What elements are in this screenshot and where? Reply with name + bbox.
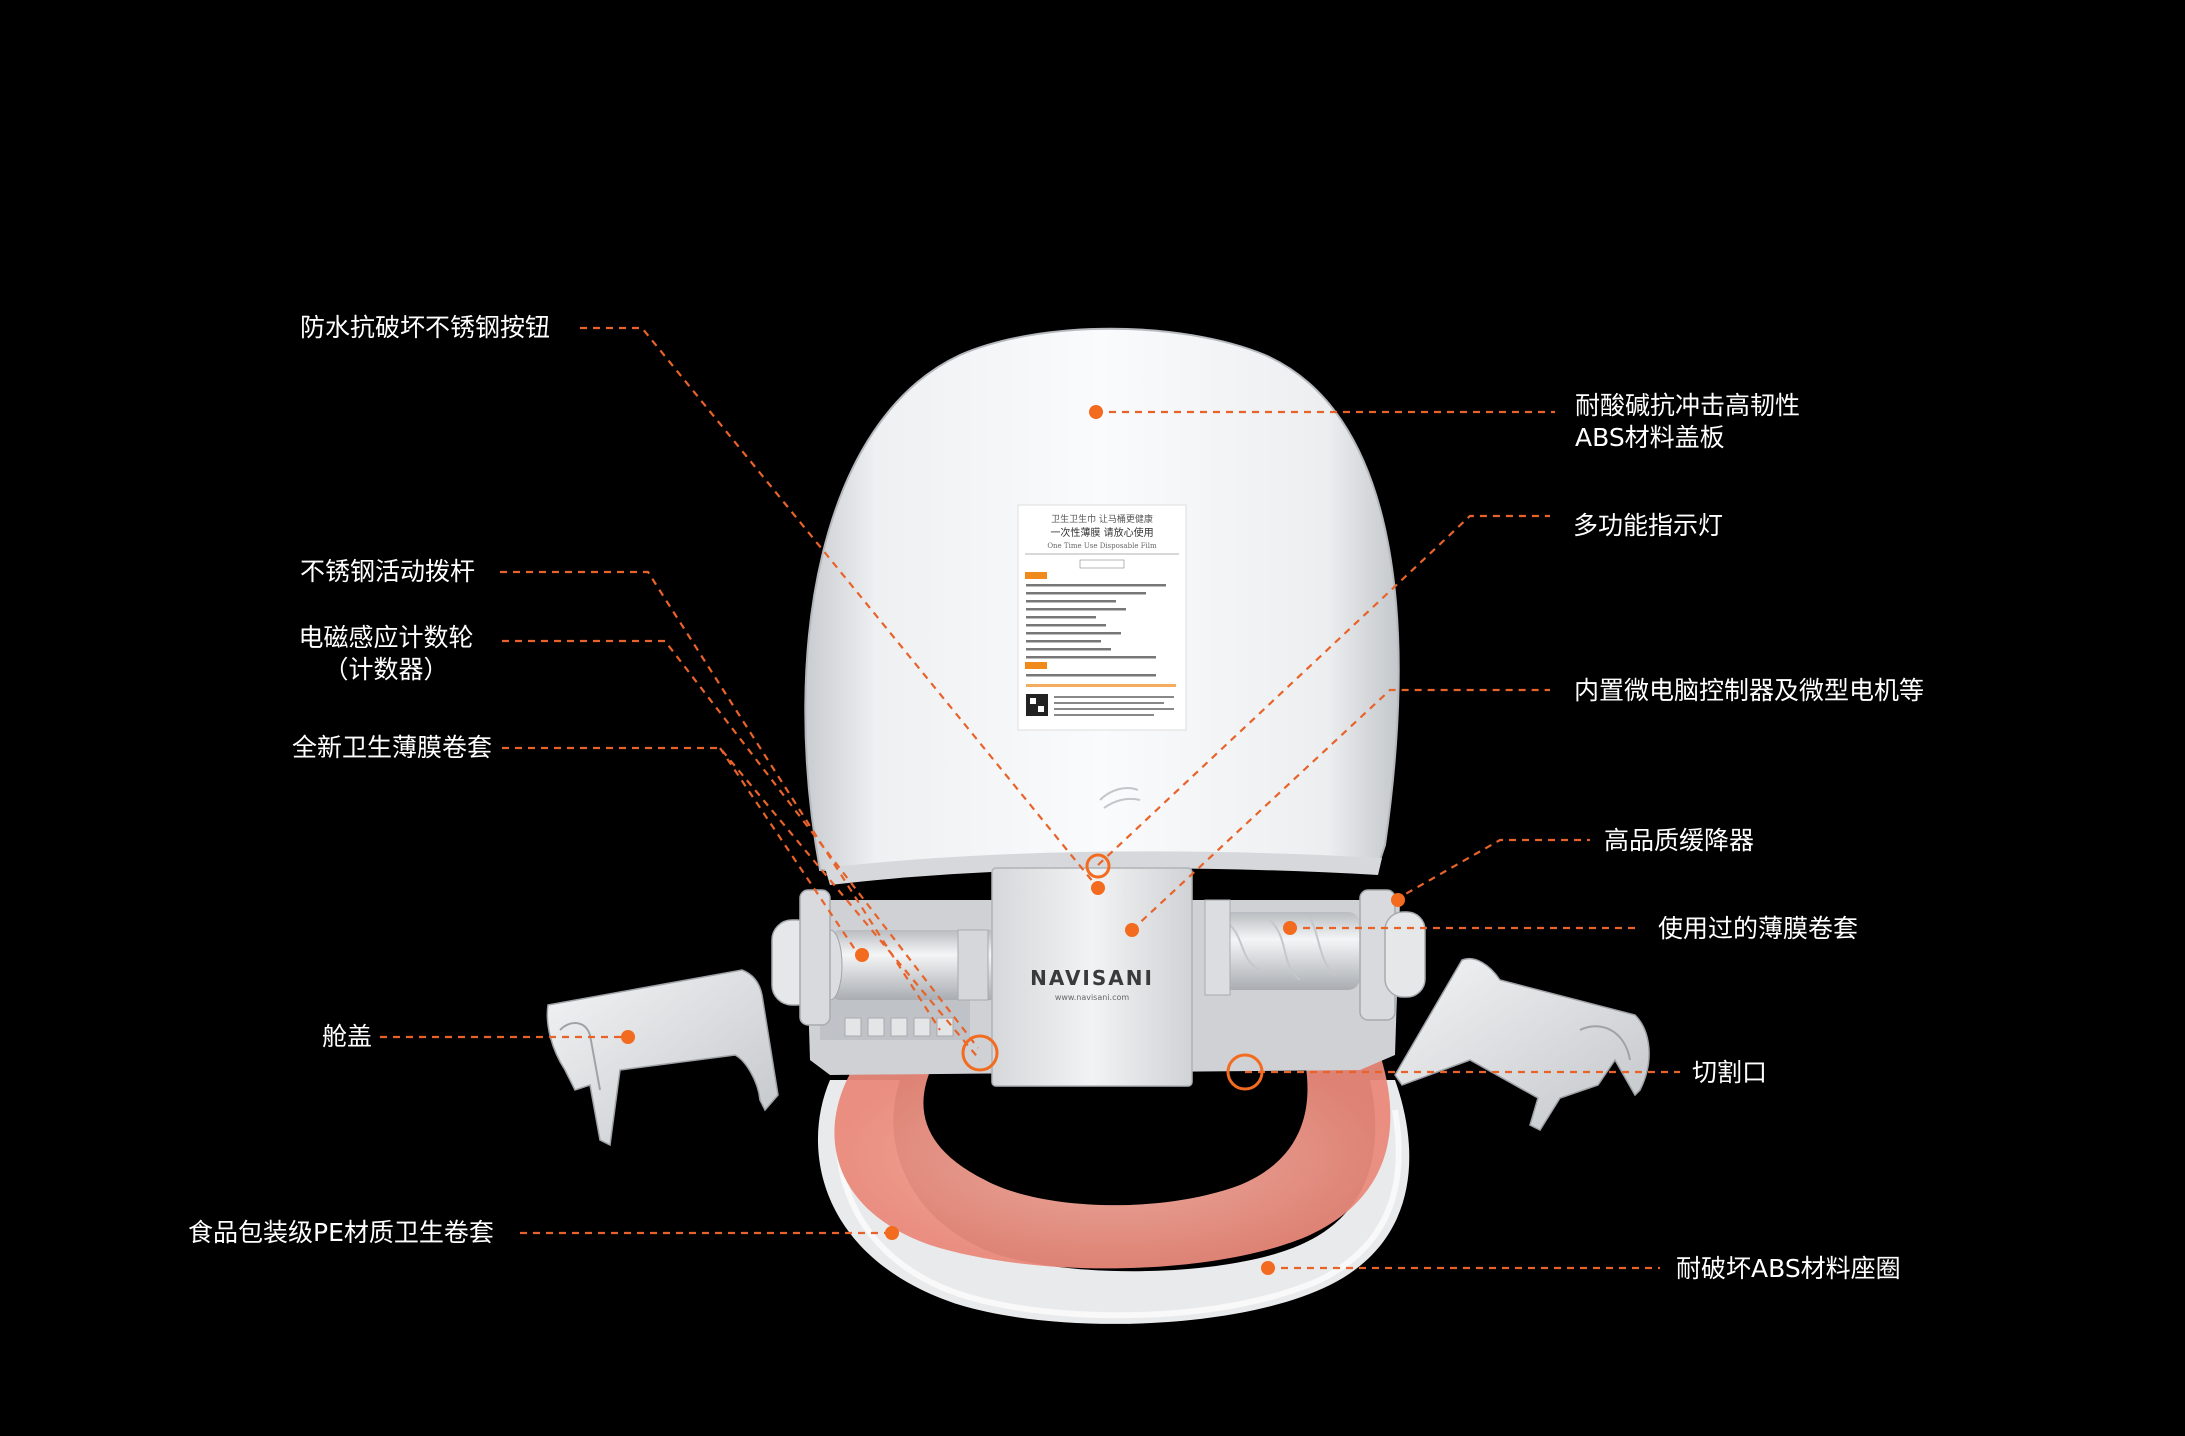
used-film-roll (1204, 899, 1360, 996)
seat-ring-marker (1261, 1261, 1275, 1275)
label-seat-ring: 耐破坏ABS材料座圈 (1676, 1254, 1901, 1283)
counter-ring-marker (961, 1034, 999, 1072)
cutter-ring-marker (1226, 1053, 1264, 1091)
right-hinge (1359, 889, 1426, 1021)
pe-film-marker (885, 1226, 899, 1240)
right-cabin-cover (1394, 958, 1650, 1131)
label-lid: 耐酸碱抗冲击高韧性 ABS材料盖板 (1575, 390, 1800, 454)
label-new-film: 全新卫生薄膜卷套 (292, 733, 493, 762)
label-lid-line2: ABS材料盖板 (1575, 423, 1725, 452)
label-counter-line2: （计数器） (323, 655, 449, 684)
label-lid-line1: 耐酸碱抗冲击高韧性 (1575, 391, 1801, 420)
button-ring-marker (1085, 853, 1111, 879)
controller-box: NAVISANI www.navisani.com (991, 867, 1193, 1087)
label-pe-film: 食品包装级PE材质卫生卷套 (188, 1218, 494, 1247)
label-counter-line1: 电磁感应计数轮 (298, 623, 474, 652)
label-used-film: 使用过的薄膜卷套 (1658, 914, 1859, 943)
sticker-line2: 一次性薄膜 请放心使用 (1050, 526, 1153, 539)
seat-ring (817, 1080, 1410, 1324)
label-cabin-cover: 舱盖 (322, 1022, 373, 1051)
new-film-marker (855, 948, 869, 962)
left-hinge (771, 889, 831, 1026)
label-lever: 不锈钢活动拨杆 (300, 557, 476, 586)
damper-marker (1391, 893, 1405, 907)
sticker-line1: 卫生卫生巾 让马桶更健康 (1051, 513, 1153, 525)
instruction-sticker: 卫生卫生巾 让马桶更健康 一次性薄膜 请放心使用 One Time Use Di… (1017, 504, 1187, 731)
label-counter: 电磁感应计数轮 （计数器） (296, 622, 476, 686)
label-button: 防水抗破坏不锈钢按钮 (300, 313, 551, 342)
new-film-roll (817, 929, 1005, 1001)
label-controller: 内置微电脑控制器及微型电机等 (1574, 676, 1925, 705)
used-film-marker (1283, 921, 1297, 935)
sticker-line3: One Time Use Disposable Film (1047, 542, 1157, 550)
lid-marker (1089, 405, 1103, 419)
controller-marker (1125, 923, 1139, 937)
indicator-marker (1091, 881, 1105, 895)
label-damper: 高品质缓降器 (1604, 826, 1755, 855)
brand-url: www.navisani.com (1055, 993, 1130, 1002)
cabin-cover-marker (621, 1030, 635, 1044)
pe-film-roll (834, 1040, 1391, 1269)
label-indicator: 多功能指示灯 (1573, 511, 1724, 540)
leader-lines (380, 326, 1680, 1270)
left-cabin-cover (546, 969, 779, 1147)
markers (621, 405, 1405, 1275)
label-cutter: 切割口 (1692, 1058, 1768, 1087)
brand-logo: NAVISANI (1030, 966, 1154, 990)
